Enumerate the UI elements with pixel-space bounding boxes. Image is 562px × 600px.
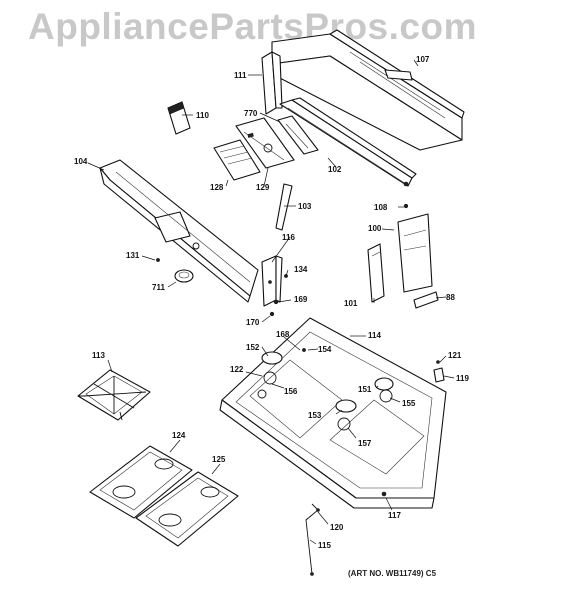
- label-153: 153: [308, 411, 322, 420]
- label-102: 102: [328, 165, 342, 174]
- part-88-leg: [413, 291, 439, 309]
- part-103-bracket: [275, 183, 293, 231]
- label-117: 117: [388, 511, 401, 520]
- part-115-rod: [305, 503, 320, 576]
- label-115: 115: [318, 541, 331, 550]
- label-131: 131: [126, 251, 140, 260]
- part-111-bracket: [261, 51, 283, 115]
- label-125: 125: [212, 455, 226, 464]
- part-101-bracket: [367, 243, 385, 303]
- label-156: 156: [284, 387, 298, 396]
- label-114: 114: [368, 331, 381, 340]
- part-151-burner-cap: [374, 377, 394, 391]
- label-129: 129: [256, 183, 270, 192]
- part-labels: 107 111 110 770 102 128 129 104 103 108 …: [74, 55, 469, 550]
- part-131-screw: [156, 258, 160, 262]
- label-108: 108: [374, 203, 388, 212]
- label-113: 113: [92, 351, 105, 360]
- label-103: 103: [298, 202, 312, 211]
- label-88: 88: [446, 293, 455, 302]
- part-124-grate: [89, 445, 193, 519]
- part-104-control-panel: [99, 159, 259, 303]
- leader-lines: [87, 59, 455, 545]
- part-169-fastener: [273, 299, 279, 305]
- label-101: 101: [344, 299, 358, 308]
- part-108-screw: [403, 203, 409, 209]
- label-154: 154: [318, 345, 332, 354]
- part-119-clip: [433, 367, 445, 383]
- label-155: 155: [402, 399, 416, 408]
- label-122: 122: [230, 365, 244, 374]
- label-170: 170: [246, 318, 260, 327]
- label-152: 152: [246, 343, 260, 352]
- label-121: 121: [448, 351, 462, 360]
- part-117-foot: [381, 491, 387, 497]
- label-119: 119: [456, 374, 469, 383]
- part-128-keypad: [213, 139, 261, 181]
- part-170-fastener: [269, 311, 275, 317]
- label-100: 100: [368, 224, 382, 233]
- label-157: 157: [358, 439, 372, 448]
- label-151: 151: [358, 385, 372, 394]
- art-number: (ART NO. WB11749) C5: [348, 569, 437, 578]
- part-153-burner-cap: [335, 399, 357, 413]
- part-116-side-bracket: [261, 255, 283, 307]
- part-110-igniter-module: [167, 101, 191, 135]
- label-134: 134: [294, 265, 308, 274]
- part-102-cover: [279, 97, 417, 187]
- label-168: 168: [276, 330, 290, 339]
- label-711: 711: [152, 283, 165, 292]
- label-128: 128: [210, 183, 224, 192]
- part-152-burner-cap: [261, 351, 283, 365]
- part-113-grate: [77, 369, 151, 421]
- label-770: 770: [244, 109, 258, 118]
- label-110: 110: [196, 111, 209, 120]
- label-120: 120: [330, 523, 344, 532]
- watermark: AppliancePartsPros.com: [28, 6, 477, 47]
- label-107: 107: [416, 55, 430, 64]
- label-104: 104: [74, 157, 88, 166]
- part-770-support: [277, 115, 319, 155]
- part-121-screw: [436, 360, 440, 364]
- part-711-knob: [174, 269, 194, 283]
- part-129-control-board: [235, 117, 295, 169]
- label-169: 169: [294, 295, 308, 304]
- part-107-backsplash: [271, 29, 465, 151]
- part-125-grate: [135, 471, 239, 547]
- label-111: 111: [234, 71, 247, 80]
- label-124: 124: [172, 431, 186, 440]
- label-116: 116: [282, 233, 295, 242]
- part-100-side-trim: [397, 213, 433, 293]
